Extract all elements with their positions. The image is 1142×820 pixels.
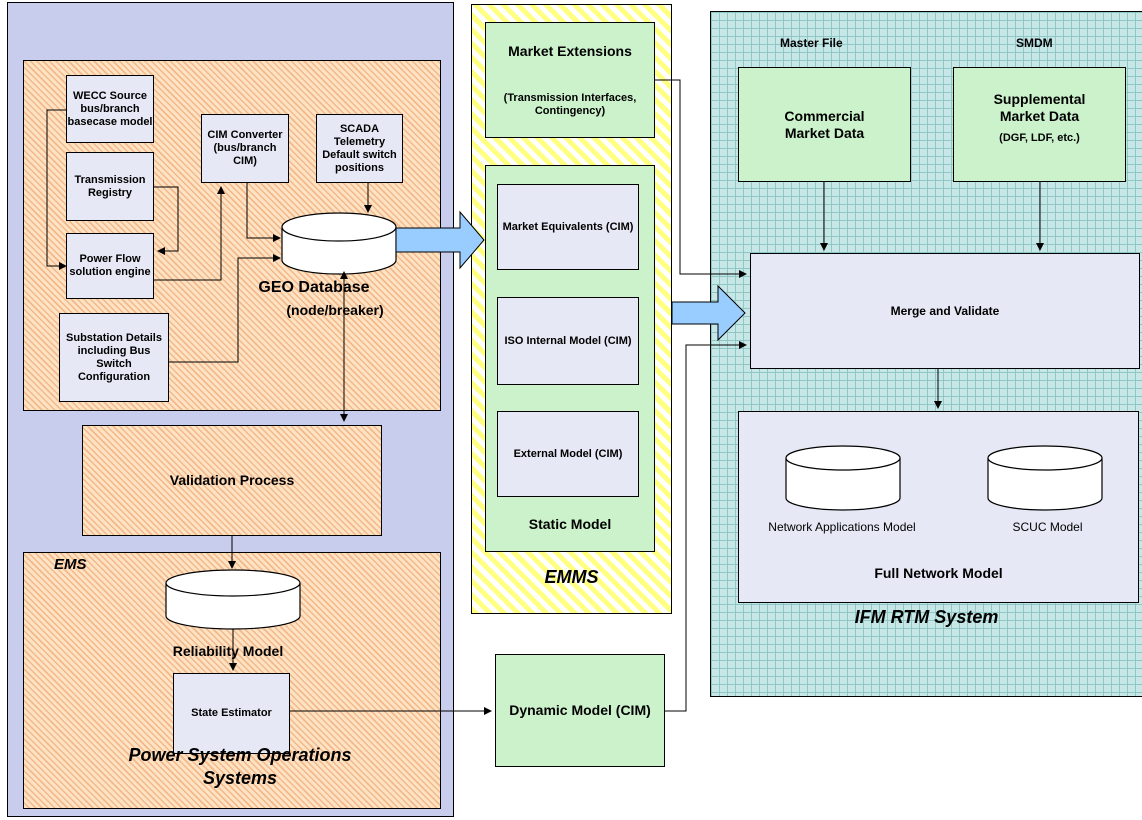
pso-title-line1: Power System Operations xyxy=(128,744,352,765)
iso-internal-model-box: ISO Internal Model (CIM) xyxy=(497,297,639,385)
network-applications-model-label: Network Applications Model xyxy=(768,520,916,534)
scuc-model-label: SCUC Model xyxy=(1012,520,1083,534)
scuc-model-cylinder xyxy=(987,445,1103,511)
ems-label: EMS xyxy=(54,556,87,573)
transmission-registry-box: Transmission Registry xyxy=(66,152,154,221)
commercial-market-data-box: Commercial Market Data xyxy=(738,67,911,182)
ifm-rtm-title: IFM RTM System xyxy=(854,606,999,627)
substation-details-box: Substation Details including Bus Switch … xyxy=(59,313,169,402)
cim-converter-box: CIM Converter (bus/branch CIM) xyxy=(201,114,289,183)
static-model-label: Static Model xyxy=(528,515,612,532)
network-applications-cylinder xyxy=(785,445,901,511)
market-extensions-sub: (Transmission Interfaces, Contingency) xyxy=(503,92,637,117)
scada-telemetry-box: SCADA Telemetry Default switch positions xyxy=(316,114,403,183)
full-network-model-label: Full Network Model xyxy=(874,564,1003,581)
reliability-model-cylinder xyxy=(165,569,301,630)
supplemental-market-data-title: Supplemental Market Data xyxy=(993,91,1086,124)
supplemental-market-data-box: Supplemental Market Data (DGF, LDF, etc.… xyxy=(953,67,1126,182)
geo-database-sublabel: (node/breaker) xyxy=(286,301,384,318)
master-file-label: Master File xyxy=(780,36,843,50)
state-estimator-box: State Estimator xyxy=(173,673,290,754)
supplemental-market-data-sub: (DGF, LDF, etc.) xyxy=(999,131,1080,144)
smdm-label: SMDM xyxy=(1016,36,1053,50)
validation-process-box xyxy=(82,425,382,536)
wecc-source-box: WECC Source bus/branch basecase model xyxy=(66,75,154,143)
power-flow-box: Power Flow solution engine xyxy=(66,233,154,299)
emms-title: EMMS xyxy=(544,566,599,587)
merge-and-validate-box: Merge and Validate xyxy=(750,253,1140,369)
validation-process-label: Validation Process xyxy=(169,471,295,488)
external-model-box: External Model (CIM) xyxy=(497,411,639,497)
market-extensions-box: Market Extensions (Transmission Interfac… xyxy=(485,22,655,138)
reliability-model-label: Reliability Model xyxy=(172,642,284,659)
emms-to-merge-arrow xyxy=(671,284,746,342)
geo-database-cylinder xyxy=(281,212,397,275)
market-extensions-title: Market Extensions xyxy=(508,42,632,59)
pso-title-line2: Systems xyxy=(202,767,278,788)
market-equivalents-box: Market Equivalents (CIM) xyxy=(497,184,639,270)
dynamic-model-box: Dynamic Model (CIM) xyxy=(495,654,665,767)
geo-to-emms-arrow xyxy=(395,210,485,270)
